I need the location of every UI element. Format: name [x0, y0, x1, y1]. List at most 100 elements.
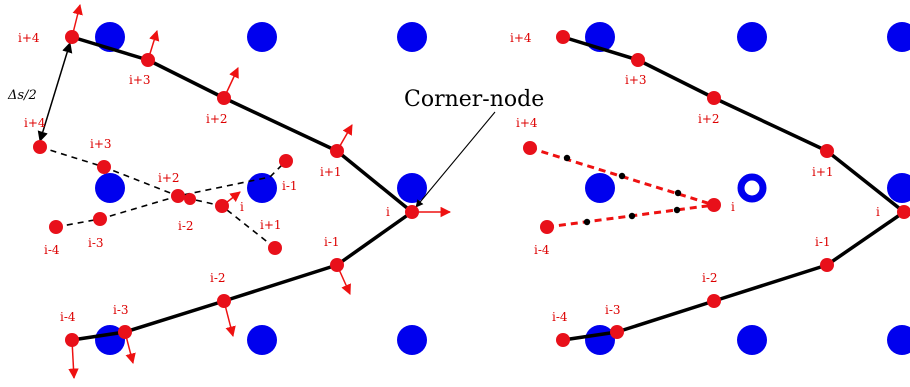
atom: [247, 173, 277, 203]
node-label: i+2: [698, 112, 720, 126]
right-panel: i+4 i+3 i+2 i+1 i i-1 i-2 i-3 i-4 i+4 i …: [510, 22, 910, 355]
node: [631, 53, 645, 67]
node-label: i-4: [552, 310, 568, 324]
node: [610, 325, 624, 339]
node: [330, 144, 344, 158]
atom: [95, 173, 125, 203]
atom: [737, 22, 767, 52]
node-label: i+4: [510, 31, 532, 45]
node: [184, 193, 196, 205]
corner-node: [897, 205, 910, 219]
node-label: i+2: [206, 112, 228, 126]
corner-pointer-line: [415, 111, 496, 208]
node-label: i-3: [605, 303, 621, 317]
outer-labels-right: i+4 i+3 i+2 i+1 i i-1 i-2 i-3 i-4: [510, 31, 880, 324]
node-label: i-4: [534, 243, 550, 257]
atom-vacancy: [737, 173, 767, 203]
corner-node: [405, 205, 419, 219]
atom: [247, 22, 277, 52]
atom-lattice-right: [585, 22, 910, 355]
inner-dashed-lines-left: [39, 146, 287, 249]
node-label: i-2: [702, 271, 718, 285]
node-label: i+1: [260, 218, 282, 232]
node: [707, 294, 721, 308]
inner-labels-right: i+4 i i-4: [516, 116, 735, 257]
node: [330, 258, 344, 272]
left-panel: i+4 i+3 i+2 i+1 i i-1 i-2 i-3 i-4 i+4 i+…: [7, 3, 544, 380]
node-label: i-1: [324, 235, 340, 249]
atom-lattice-left: [95, 22, 427, 355]
node: [820, 144, 834, 158]
node-label: i-2: [178, 219, 194, 233]
node: [141, 53, 155, 67]
atom: [397, 173, 427, 203]
node-label: i-4: [44, 243, 60, 257]
node-label: i-1: [815, 235, 831, 249]
atom: [887, 22, 910, 52]
node: [820, 258, 834, 272]
node-label: i+2: [158, 171, 180, 185]
node-label: i+1: [812, 165, 834, 179]
node: [65, 333, 79, 347]
corner-node-label: Corner-node: [404, 87, 544, 112]
node: [33, 140, 47, 154]
outer-nodes-right: [556, 30, 910, 347]
node: [65, 30, 79, 44]
node: [268, 241, 282, 255]
point: [618, 172, 626, 180]
atom: [887, 325, 910, 355]
outer-nodes-left: [65, 30, 419, 347]
node-label: i+3: [625, 73, 647, 87]
node: [217, 91, 231, 105]
node-label: i-4: [60, 310, 76, 324]
node: [556, 30, 570, 44]
node: [49, 220, 63, 234]
node-label: i+4: [516, 116, 538, 130]
node-label: i: [240, 200, 244, 214]
node-label: i+3: [90, 137, 112, 151]
point: [563, 154, 571, 162]
inner-labels-left: i+4 i+3 i+2 i i-1 i+1 i-2 i-3 i-4: [24, 116, 298, 257]
point: [673, 206, 681, 214]
node: [540, 220, 554, 234]
node: [93, 212, 107, 226]
node-label: i: [876, 205, 880, 219]
node: [215, 199, 229, 213]
node-label: i-3: [113, 303, 129, 317]
node: [97, 160, 111, 174]
node: [118, 325, 132, 339]
node-label: i: [731, 200, 735, 214]
node-label: i+1: [320, 165, 342, 179]
node: [171, 189, 185, 203]
node-label: i+4: [18, 31, 40, 45]
atom: [397, 22, 427, 52]
inner-dashed-lines-right: [529, 146, 715, 229]
atom: [737, 325, 767, 355]
node: [707, 198, 721, 212]
point: [628, 212, 636, 220]
node: [279, 154, 293, 168]
node: [523, 141, 537, 155]
node-label: i-3: [88, 236, 104, 250]
node-label: i+3: [129, 73, 151, 87]
node-label: i+4: [24, 116, 46, 130]
node: [217, 294, 231, 308]
inner-nodes-right: [523, 141, 721, 234]
intermediate-points-right: [563, 154, 682, 226]
node: [707, 91, 721, 105]
node-label: i-1: [282, 179, 298, 193]
spacing-label: Δs/2: [7, 88, 37, 103]
node-label: i-2: [210, 271, 226, 285]
atom: [397, 325, 427, 355]
node-label: i: [386, 205, 390, 219]
node: [556, 333, 570, 347]
spacing-arrow: [37, 41, 73, 143]
inner-nodes-left: [33, 140, 293, 255]
atom: [887, 173, 910, 203]
atom: [247, 325, 277, 355]
outer-labels-left: i+4 i+3 i+2 i+1 i i-1 i-2 i-3 i-4: [18, 31, 390, 324]
point: [674, 189, 682, 197]
atom: [585, 173, 615, 203]
point: [583, 218, 591, 226]
